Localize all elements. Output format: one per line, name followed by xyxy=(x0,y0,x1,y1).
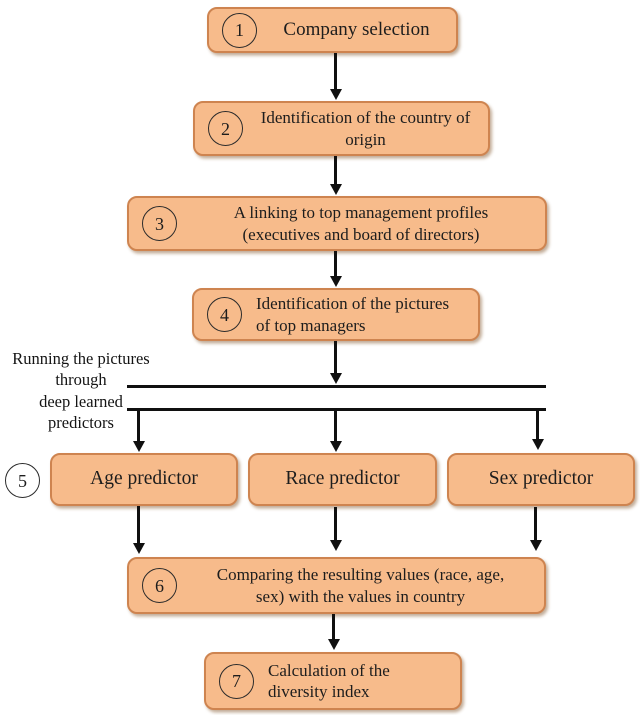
step3-number-circle: 3 xyxy=(142,206,177,241)
arrow-step3-to-step4 xyxy=(334,251,337,277)
step6-number-circle: 6 xyxy=(142,568,177,603)
step6-label: Comparing the resulting values (race, ag… xyxy=(216,565,505,606)
arrow-step4-to-branch xyxy=(334,341,337,374)
step4-box: 4 Identification of the pictures of top … xyxy=(192,288,480,341)
step1-box: 1 Company selection xyxy=(207,7,458,53)
race-predictor-label: Race predictor xyxy=(285,468,400,490)
branch-rail-top xyxy=(127,385,546,388)
step5-number-circle: 5 xyxy=(5,463,40,498)
arrow-age-to-step6 xyxy=(137,506,140,544)
arrow-branch-to-age xyxy=(137,411,140,442)
step3-label: A linking to top management profiles (ex… xyxy=(233,203,489,244)
sex-predictor-label: Sex predictor xyxy=(488,468,594,490)
step2-number-circle: 2 xyxy=(208,111,243,146)
step2-box: 2 Identification of the country of origi… xyxy=(193,101,490,156)
annotation-line-3: deep learned xyxy=(39,391,123,411)
step1-number: 1 xyxy=(235,20,244,40)
step6-number: 6 xyxy=(155,575,164,596)
step7-number: 7 xyxy=(232,671,241,691)
arrow-step6-to-step7 xyxy=(332,614,335,640)
arrow-branch-to-race xyxy=(334,411,337,442)
step4-label: Identification of the pictures of top ma… xyxy=(256,294,450,335)
annotation-line-1: Running the pictures xyxy=(12,349,150,368)
arrow-step2-to-step3 xyxy=(334,156,337,185)
annotation-running-pictures: Running the pictures through deep learne… xyxy=(0,348,162,434)
age-predictor-label: Age predictor xyxy=(90,468,198,490)
step7-number-circle: 7 xyxy=(219,663,254,699)
annotation-line-4: predictors xyxy=(48,413,114,433)
step1-number-circle: 1 xyxy=(222,12,257,48)
step4-number-circle: 4 xyxy=(207,297,242,332)
arrow-step1-to-step2 xyxy=(334,53,337,90)
step4-number: 4 xyxy=(220,304,229,325)
age-predictor-box: Age predictor xyxy=(50,453,238,506)
arrow-race-to-step6 xyxy=(334,507,337,541)
step6-box: 6 Comparing the resulting values (race, … xyxy=(127,557,546,614)
step7-box: 7 Calculation of the diversity index xyxy=(204,652,462,710)
sex-predictor-box: Sex predictor xyxy=(447,453,635,506)
step3-box: 3 A linking to top management profiles (… xyxy=(127,196,547,251)
branch-rail-bottom xyxy=(127,408,546,411)
step3-number: 3 xyxy=(155,213,164,234)
step2-label: Identification of the country of origin xyxy=(260,108,471,149)
annotation-line-2: through xyxy=(55,370,107,390)
step5-number: 5 xyxy=(18,470,27,491)
race-predictor-box: Race predictor xyxy=(248,453,437,506)
step1-label: Company selection xyxy=(283,19,430,41)
arrow-sex-to-step6 xyxy=(534,507,537,541)
arrow-branch-to-sex xyxy=(536,411,539,440)
step7-label: Calculation of the diversity index xyxy=(268,660,390,701)
step2-number: 2 xyxy=(221,118,230,139)
